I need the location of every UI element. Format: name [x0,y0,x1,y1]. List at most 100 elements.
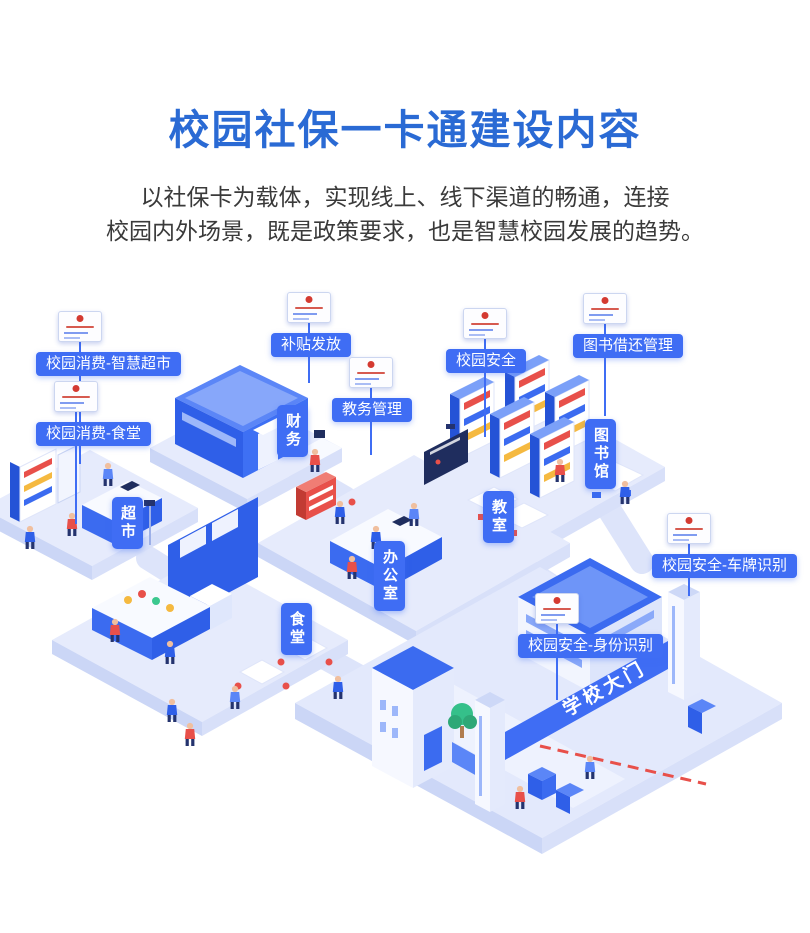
connector-line [79,376,81,464]
connector-line [370,422,372,455]
finance-platform-side-left [150,448,247,513]
social-security-card-icon [58,311,102,342]
reception-counter-front-left [330,541,384,591]
tree-trunk [460,726,464,738]
card-line [673,539,689,541]
callout-pill-plate-recognition: 校园安全-车牌识别 [652,554,797,578]
callout-security: 校园安全 [446,308,527,437]
cctv-camera-icon [144,500,155,506]
finance-window-strip [182,412,236,447]
card-line [66,326,94,328]
callout-pill-library-mgmt: 图书借还管理 [573,334,684,358]
turnstile-front [556,790,570,814]
callout-pill-smart-market: 校园消费-智慧超市 [36,352,181,376]
office-shelf-row [309,495,333,511]
callout-pill-id-recognition: 校园安全-身份识别 [518,634,663,658]
market-shelf-front [19,448,57,523]
tag-canteen: 食堂 [281,603,312,655]
supermarket-platform-side-left [0,517,92,580]
callout-academic: 教务管理 [332,357,413,455]
card-line [589,319,605,321]
card-line [64,332,88,334]
market-shelf-side [10,462,20,522]
stool [282,682,290,690]
card-line [355,378,379,380]
subtitle-line-1: 以社保卡为载体，实现线上、线下渠道的畅通，连接 [140,184,670,210]
connector-line [604,324,606,334]
dining-table [238,659,286,685]
card-line [469,329,493,331]
card-line [357,372,385,374]
cctv-camera-icon [446,424,455,429]
market-goods-row [24,486,52,506]
library-platform-side-right [550,467,665,546]
social-security-card-icon [667,513,711,544]
tower-window [380,700,386,710]
callout-canteen-consume: 校园消费-食堂 [36,381,151,524]
social-security-card-icon [54,381,98,412]
connector-line [688,578,690,596]
card-line [64,337,80,339]
guard-booth-front [688,706,702,734]
canteen-area [52,497,348,736]
tag-supermarket: 超市 [112,497,143,549]
connector-line [75,446,77,524]
connector-line [308,323,310,333]
card-line [591,308,619,310]
card-line [295,307,323,309]
page-subtitle: 以社保卡为载体，实现线上、线下渠道的畅通，连接校园内外场景，既是政策要求，也是智… [0,180,810,248]
finance-desk [300,438,342,460]
card-line [673,534,697,536]
barrier-arm [539,744,707,786]
supermarket-platform-side-right [92,508,198,580]
office-shelf-top [296,472,336,492]
callout-subsidy: 补贴发放 [271,292,352,383]
tag-finance: 财务 [277,405,308,457]
turnstile-side [542,774,556,800]
gate-name-wall [505,641,668,760]
classroom-chair [478,514,487,520]
card-line [541,619,557,621]
connector-line [370,388,372,398]
market-goods-row [24,458,52,478]
pillar-slit [672,606,675,684]
social-security-card-icon [287,292,331,323]
connector-line [688,544,690,554]
finance-door [258,424,278,470]
callout-smart-market: 校园消费-智慧超市 [36,311,181,464]
connector-line [484,339,486,349]
tower-window [392,728,398,738]
market-goods-row [24,472,52,492]
office-platform-side-left [258,543,416,645]
card-emblem-icon [553,597,561,604]
callout-id-recognition: 校园安全-身份识别 [518,593,663,700]
finance-monitor [314,430,325,438]
card-line [293,318,309,320]
callout-pill-subsidy: 补贴发放 [271,333,352,357]
serving-counter-front [92,608,152,660]
office-plant [348,498,356,506]
tree-foliage [463,715,477,729]
card-emblem-icon [685,517,693,524]
card-line [62,396,90,398]
market-fridge [57,443,81,504]
canteen-menu-board [180,526,206,558]
connector-line [556,624,558,634]
library-chair [592,492,601,498]
tag-office: 办公室 [374,541,405,611]
social-security-card-icon [583,293,627,324]
connector-line [484,373,486,437]
reception-counter-top [330,509,442,569]
reception-monitor [392,516,412,526]
checkout-counter-front [82,505,116,545]
card-emblem-icon [367,361,375,368]
turnstile-front [528,774,542,800]
pillar-slit [479,716,482,796]
fence-segment [452,742,477,776]
classroom-board [424,429,468,485]
connector-line [604,358,606,416]
page-title: 校园社保一卡通建设内容 [168,107,642,153]
canteen-platform-side-left [52,640,202,736]
card-emblem-icon [601,297,609,304]
